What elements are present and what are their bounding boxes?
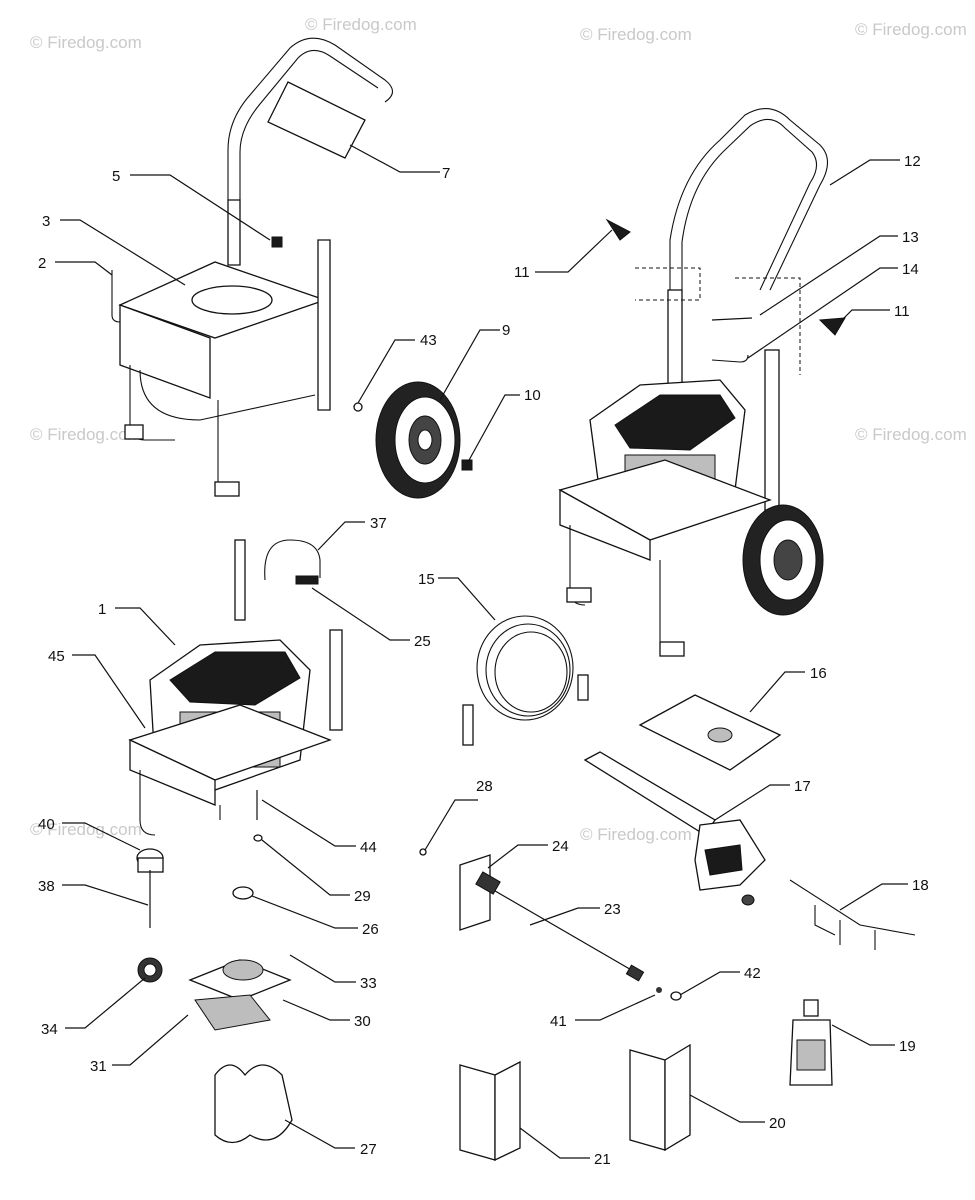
- part-label: 3: [42, 213, 50, 230]
- part-label: 2: [38, 255, 46, 272]
- small-parts-left: [136, 790, 293, 1144]
- part-label: 30: [354, 1013, 371, 1030]
- watermark: © Firedog.com: [30, 425, 142, 444]
- part-label: 9: [502, 322, 510, 339]
- part-label: 28: [476, 778, 493, 795]
- oil-bottle-part-19: [789, 999, 833, 1086]
- wheel-part-9: [353, 381, 473, 499]
- part-label: 19: [899, 1038, 916, 1055]
- packet-part-16: [638, 694, 782, 771]
- part-label: 41: [550, 1013, 567, 1030]
- part-label: 11: [514, 264, 530, 281]
- watermark: © Firedog.com: [30, 820, 142, 839]
- part-label: 12: [904, 153, 921, 170]
- watermark: © Firedog.com: [305, 15, 417, 34]
- watermark: © Firedog.com: [855, 20, 967, 39]
- leader-lines: [55, 144, 908, 1159]
- watermarks: © Firedog.com © Firedog.com © Firedog.co…: [30, 15, 967, 844]
- part-label: 26: [362, 921, 379, 938]
- part-label: 23: [604, 901, 621, 918]
- part-label: 45: [48, 648, 65, 665]
- part-label: 7: [442, 165, 450, 182]
- rack-part-18: [789, 879, 916, 950]
- part-label: 44: [360, 839, 377, 856]
- part-label: 21: [594, 1151, 611, 1168]
- watermark: © Firedog.com: [30, 33, 142, 52]
- part-label: 29: [354, 888, 371, 905]
- part-label: 43: [420, 332, 437, 349]
- spray-gun-part-17: [583, 751, 766, 906]
- part-label: 33: [360, 975, 377, 992]
- part-label: 31: [90, 1058, 107, 1075]
- assembled-unit: [558, 108, 846, 657]
- part-label: 37: [370, 515, 387, 532]
- part-label: 38: [38, 878, 55, 895]
- part-label: 17: [794, 778, 811, 795]
- part-label: 20: [769, 1115, 786, 1132]
- hose-part-15: [462, 615, 589, 746]
- part-label: 5: [112, 168, 120, 185]
- part-label: 25: [414, 633, 431, 650]
- manuals: [459, 1043, 691, 1162]
- watermark: © Firedog.com: [580, 25, 692, 44]
- part-label: 27: [360, 1141, 377, 1158]
- part-label: 42: [744, 965, 761, 982]
- part-labels: 5 3 2 7 43 9 10 11 12 13 14 11 1 45 37 2…: [38, 153, 929, 1168]
- part-label: 34: [41, 1021, 58, 1038]
- watermark: © Firedog.com: [580, 825, 692, 844]
- part-label: 18: [912, 877, 929, 894]
- watermark: © Firedog.com: [855, 425, 967, 444]
- frame-assembly: [111, 37, 394, 497]
- part-label: 13: [902, 229, 919, 246]
- part-label: 40: [38, 816, 55, 833]
- part-label: 16: [810, 665, 827, 682]
- part-label: 1: [98, 601, 106, 618]
- part-label: 24: [552, 838, 569, 855]
- part-label: 14: [902, 261, 919, 278]
- wand-part-23: [419, 848, 682, 1001]
- part-label: 11: [894, 303, 910, 320]
- part-label: 15: [418, 571, 435, 588]
- engine-part-1: [128, 539, 343, 836]
- part-label: 10: [524, 387, 541, 404]
